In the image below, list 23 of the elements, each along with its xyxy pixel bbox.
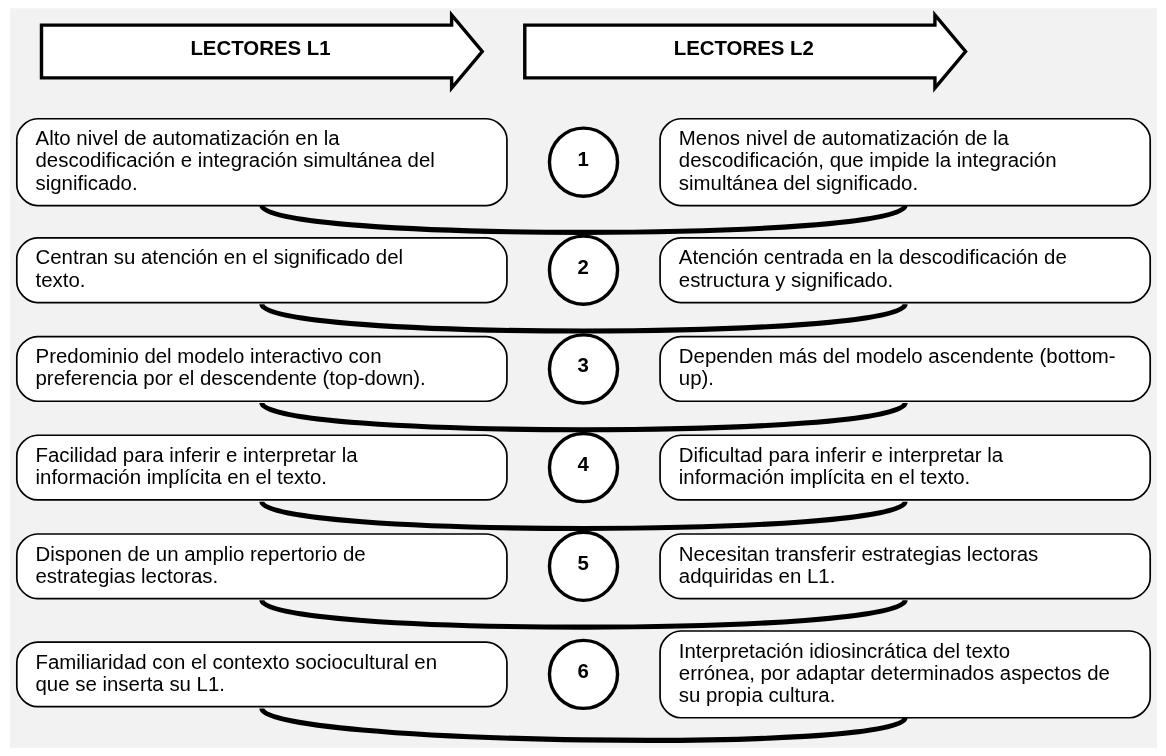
- node-circle: 5: [547, 530, 619, 603]
- node-circle: 3: [547, 333, 619, 405]
- node-box: Alto nivel de automatización en la descodificación e integración simultánea del significado.: [15, 117, 508, 207]
- node-box: Familiaridad con el contexto sociocultural en que se inserta su L1.: [15, 641, 508, 708]
- node-box: Facilidad para inferir e interpretar la información implícita en el texto.: [15, 434, 508, 501]
- node-circle: 2: [547, 234, 619, 306]
- connector: [259, 499, 907, 531]
- node-box: Dependen más del modelo ascendente (bottom-up).: [658, 335, 1151, 403]
- node-box: Atención centrada en la descodificación de estructura y significado.: [658, 237, 1151, 304]
- node-circle: 1: [547, 126, 619, 198]
- connector: [259, 706, 906, 743]
- node-box: Dificultad para inferir e interpretar la información implícita en el texto.: [658, 434, 1151, 501]
- node-box: Disponen de un amplio repertorio de estrategias lectoras.: [15, 533, 508, 600]
- node-box: Centran su atención en el significado del texto.: [15, 237, 508, 304]
- connector: [259, 302, 907, 334]
- node-circle: 4: [547, 431, 619, 504]
- node-circle: 6: [547, 638, 619, 711]
- connector: [259, 400, 907, 433]
- connector: [259, 203, 907, 235]
- node-box: Menos nivel de automatización de la descodificación, que impide la integración simultánea del significado.: [658, 117, 1151, 207]
- node-box: Necesitan transferir estrategias lectoras adquiridas en L1.: [658, 533, 1151, 600]
- node-box: Predominio del modelo interactivo con preferencia por el descendente (top-down).: [15, 335, 508, 403]
- node-box: Interpretación idiosincrática del texto errónea, por adaptar determinados aspectos de su propia cultura.: [658, 630, 1151, 719]
